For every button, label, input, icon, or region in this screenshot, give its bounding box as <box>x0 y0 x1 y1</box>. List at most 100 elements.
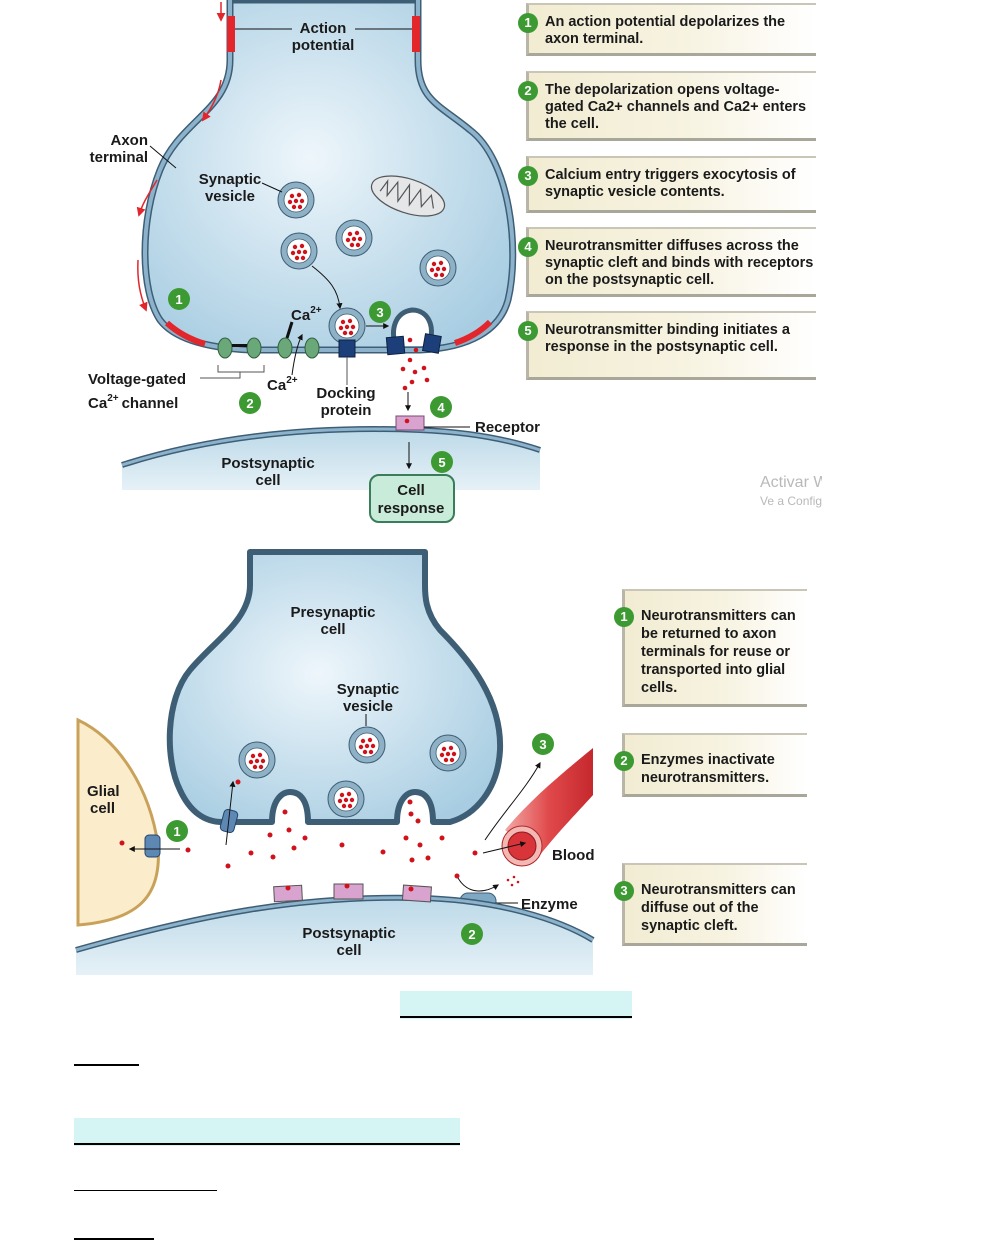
label-blood: Blood <box>552 847 595 864</box>
label-postsynaptic-cell: Postsynaptic <box>302 925 395 942</box>
action-potential-segment <box>412 16 420 52</box>
postsynaptic-cell-2 <box>76 897 593 975</box>
step-caption-5: 5 Neurotransmitter binding initiates a r… <box>518 311 816 380</box>
step-text: Neurotransmitters can diffuse out of the… <box>641 882 796 934</box>
svg-text:2: 2 <box>246 396 253 411</box>
step-marker-5: 5 <box>431 451 453 473</box>
label-axon-terminal: terminal <box>90 149 148 166</box>
step-marker-2: 2 <box>239 392 261 414</box>
step-marker-1: 1 <box>166 820 188 842</box>
label-ca-ion: Ca2+ <box>267 375 298 394</box>
synaptic-vesicle <box>348 726 386 764</box>
step-text: Neurotransmitter binding initiates a res… <box>545 322 790 355</box>
action-potential-segment <box>454 319 493 346</box>
step-marker-2: 2 <box>461 923 483 945</box>
step-number-badge: 1 <box>518 13 538 33</box>
label-voltage-gated-channel: Ca2+channel <box>88 393 178 412</box>
step-marker-1: 1 <box>168 288 190 310</box>
label-synaptic-vesicle: Synaptic <box>199 171 262 188</box>
step-text: Neurotransmitters can be returned to axo… <box>641 608 796 696</box>
voltage-gated-channel-open <box>304 337 320 359</box>
synaptic-vesicle <box>277 181 315 219</box>
propagation-arrow <box>201 79 222 122</box>
vesicle-path-arrow <box>311 265 343 310</box>
synaptic-vesicle <box>429 734 467 772</box>
label-enzyme: Enzyme <box>521 896 578 913</box>
heading-underline <box>400 1016 632 1018</box>
synaptic-vesicle <box>280 232 318 270</box>
label-action-potential: Action <box>300 20 347 37</box>
step-caption-1: 1 An action potential depolarizes the ax… <box>518 3 816 56</box>
step-marker-3: 3 <box>532 733 554 755</box>
step-number-badge: 3 <box>614 881 634 901</box>
step-number-badge: 5 <box>518 321 538 341</box>
step-number-badge: 2 <box>614 751 634 771</box>
inactivated-fragments <box>506 875 520 887</box>
step-text: Neurotransmitter diffuses across the syn… <box>545 238 814 288</box>
step-caption-1: 1 Neurotransmitters can be returned to a… <box>614 589 807 707</box>
step-marker-3: 3 <box>369 301 391 323</box>
svg-text:2: 2 <box>468 927 475 942</box>
action-potential-segment <box>227 16 235 52</box>
activation-watermark: Activar Windows Ve a Configuración <box>760 473 822 509</box>
step-text: An action potential depolarizes the axon… <box>545 14 786 47</box>
label-action-potential: potential <box>292 37 355 54</box>
svg-text:1: 1 <box>173 824 180 839</box>
watermark-line-2: Ve a Configuración <box>760 494 822 508</box>
label-receptor: Receptor <box>475 419 540 436</box>
label-axon-terminal: Axon <box>111 132 149 149</box>
presynaptic-cell-2 <box>166 549 504 825</box>
step-text: Calcium entry triggers exocytosis of syn… <box>545 167 796 200</box>
synaptic-vesicle <box>327 780 365 818</box>
glial-transporter <box>144 834 161 858</box>
svg-text:5: 5 <box>438 455 445 470</box>
neurotransmitter-molecules <box>400 337 430 391</box>
svg-text:3: 3 <box>539 737 546 752</box>
docking-protein <box>338 339 356 358</box>
label-glial-cell: Glial <box>87 783 120 800</box>
label-postsynaptic-cell: cell <box>255 472 280 489</box>
cell-response-box <box>369 474 455 523</box>
neurotransmitter-molecules <box>119 779 478 879</box>
label-synaptic-vesicle: vesicle <box>343 698 393 715</box>
step-text: Enzymes inactivate neurotransmitters. <box>641 752 775 786</box>
step-number-badge: 1 <box>614 607 634 627</box>
action-potential-segment <box>164 320 206 347</box>
label-glial-cell: cell <box>90 800 115 817</box>
step-marker-4: 4 <box>430 396 452 418</box>
label-ca-ion: Ca2+ <box>291 305 322 324</box>
heading-underline <box>74 1143 460 1145</box>
label-presynaptic-cell: Presynaptic <box>290 604 375 621</box>
label-docking-protein: protein <box>321 402 372 419</box>
heading-underline <box>74 1190 217 1191</box>
label-cell-response: response <box>378 500 445 517</box>
step-number-badge: 4 <box>518 237 538 257</box>
synaptic-vesicle <box>238 741 276 779</box>
label-postsynaptic-cell: cell <box>336 942 361 959</box>
watermark-line-1: Activar Windows <box>760 474 822 491</box>
propagation-arrow <box>137 259 148 312</box>
step-caption-2: 2 The depolarization opens voltage-gated… <box>518 71 816 141</box>
docking-protein <box>385 335 406 356</box>
synaptic-vesicle <box>419 249 457 287</box>
svg-text:4: 4 <box>437 400 445 415</box>
receptor <box>395 415 425 431</box>
label-docking-protein: Docking <box>316 385 375 402</box>
voltage-gated-channel <box>246 337 262 359</box>
step-number-badge: 2 <box>518 81 538 101</box>
step-caption-3: 3 Neurotransmitters can diffuse out of t… <box>614 863 807 946</box>
label-synaptic-vesicle: Synaptic <box>337 681 400 698</box>
glial-cell <box>76 717 160 927</box>
highlighted-heading-placeholder <box>74 1118 460 1146</box>
synaptic-vesicle <box>335 219 373 257</box>
label-presynaptic-cell: cell <box>320 621 345 638</box>
highlighted-heading-placeholder <box>400 991 632 1019</box>
step-caption-3: 3 Calcium entry triggers exocytosis of s… <box>518 156 816 213</box>
propagation-arrow <box>136 179 158 217</box>
svg-text:1: 1 <box>175 292 182 307</box>
mitochondrion <box>370 175 446 217</box>
docking-vesicle <box>328 307 366 345</box>
label-synaptic-vesicle: vesicle <box>205 188 255 205</box>
voltage-gated-channel-open <box>277 337 293 359</box>
